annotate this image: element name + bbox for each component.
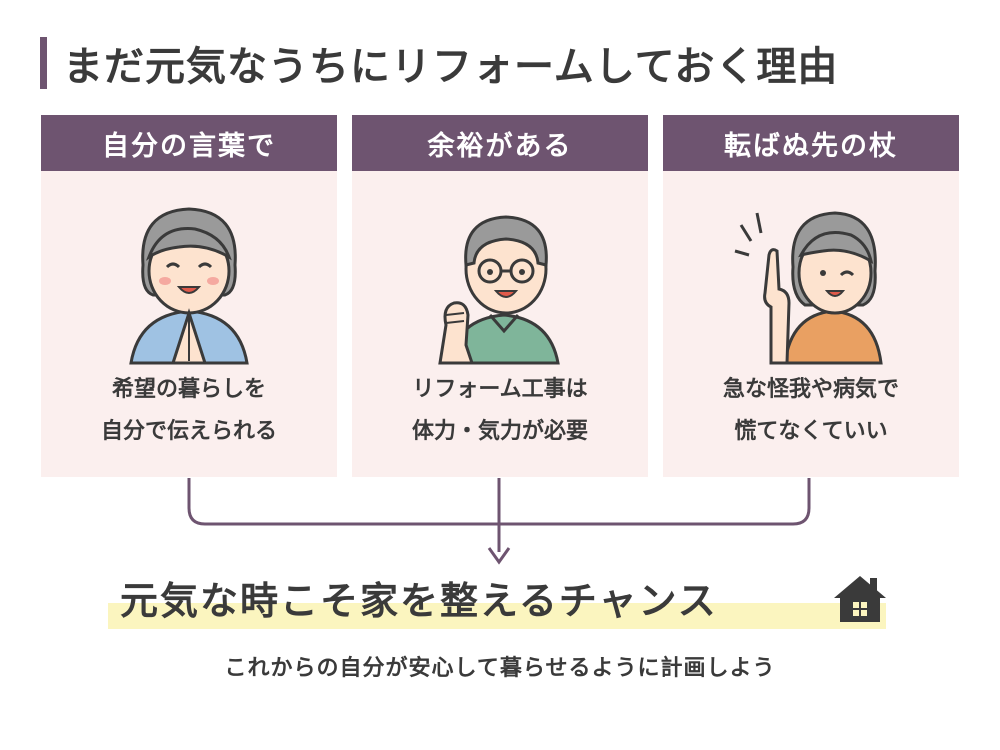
house-icon — [834, 576, 886, 622]
card-heading: 転ばぬ先の杖 — [663, 115, 959, 171]
card-heading: 余裕がある — [352, 115, 648, 171]
grandma-pointing-icon — [734, 211, 883, 365]
conclusion-highlight — [108, 603, 886, 629]
conclusion-message: 元気な時こそ家を整えるチャンス — [120, 579, 718, 623]
card-heading: 自分の言葉で — [41, 115, 337, 171]
grandpa-fist-icon — [438, 215, 560, 365]
card-description: リフォーム工事は 体力・気力が必要 — [411, 377, 588, 444]
title-accent-bar — [40, 37, 47, 89]
praying-grandma-icon — [129, 207, 249, 365]
reason-card-prevention: 転ばぬ先の杖 急な怪我や病気で 慌てなくていい — [663, 115, 959, 477]
reason-card-own-words: 自分の言葉で 希望の暮らしを 自分で伝えられる — [41, 115, 337, 477]
conclusion-subtext: これからの自分が安心して暮らせるように計画しよう — [224, 656, 776, 681]
card-description: 急な怪我や病気で 慌てなくていい — [722, 377, 899, 444]
reason-card-stamina: 余裕がある リフォーム工事は 体力・気力が必要 — [352, 115, 648, 477]
page-title-area: まだ元気なうちにリフォームしておく理由 — [40, 36, 838, 90]
page-title: まだ元気なうちにリフォームしておく理由 — [63, 44, 839, 90]
card-description: 希望の暮らしを 自分で伝えられる — [100, 377, 277, 444]
